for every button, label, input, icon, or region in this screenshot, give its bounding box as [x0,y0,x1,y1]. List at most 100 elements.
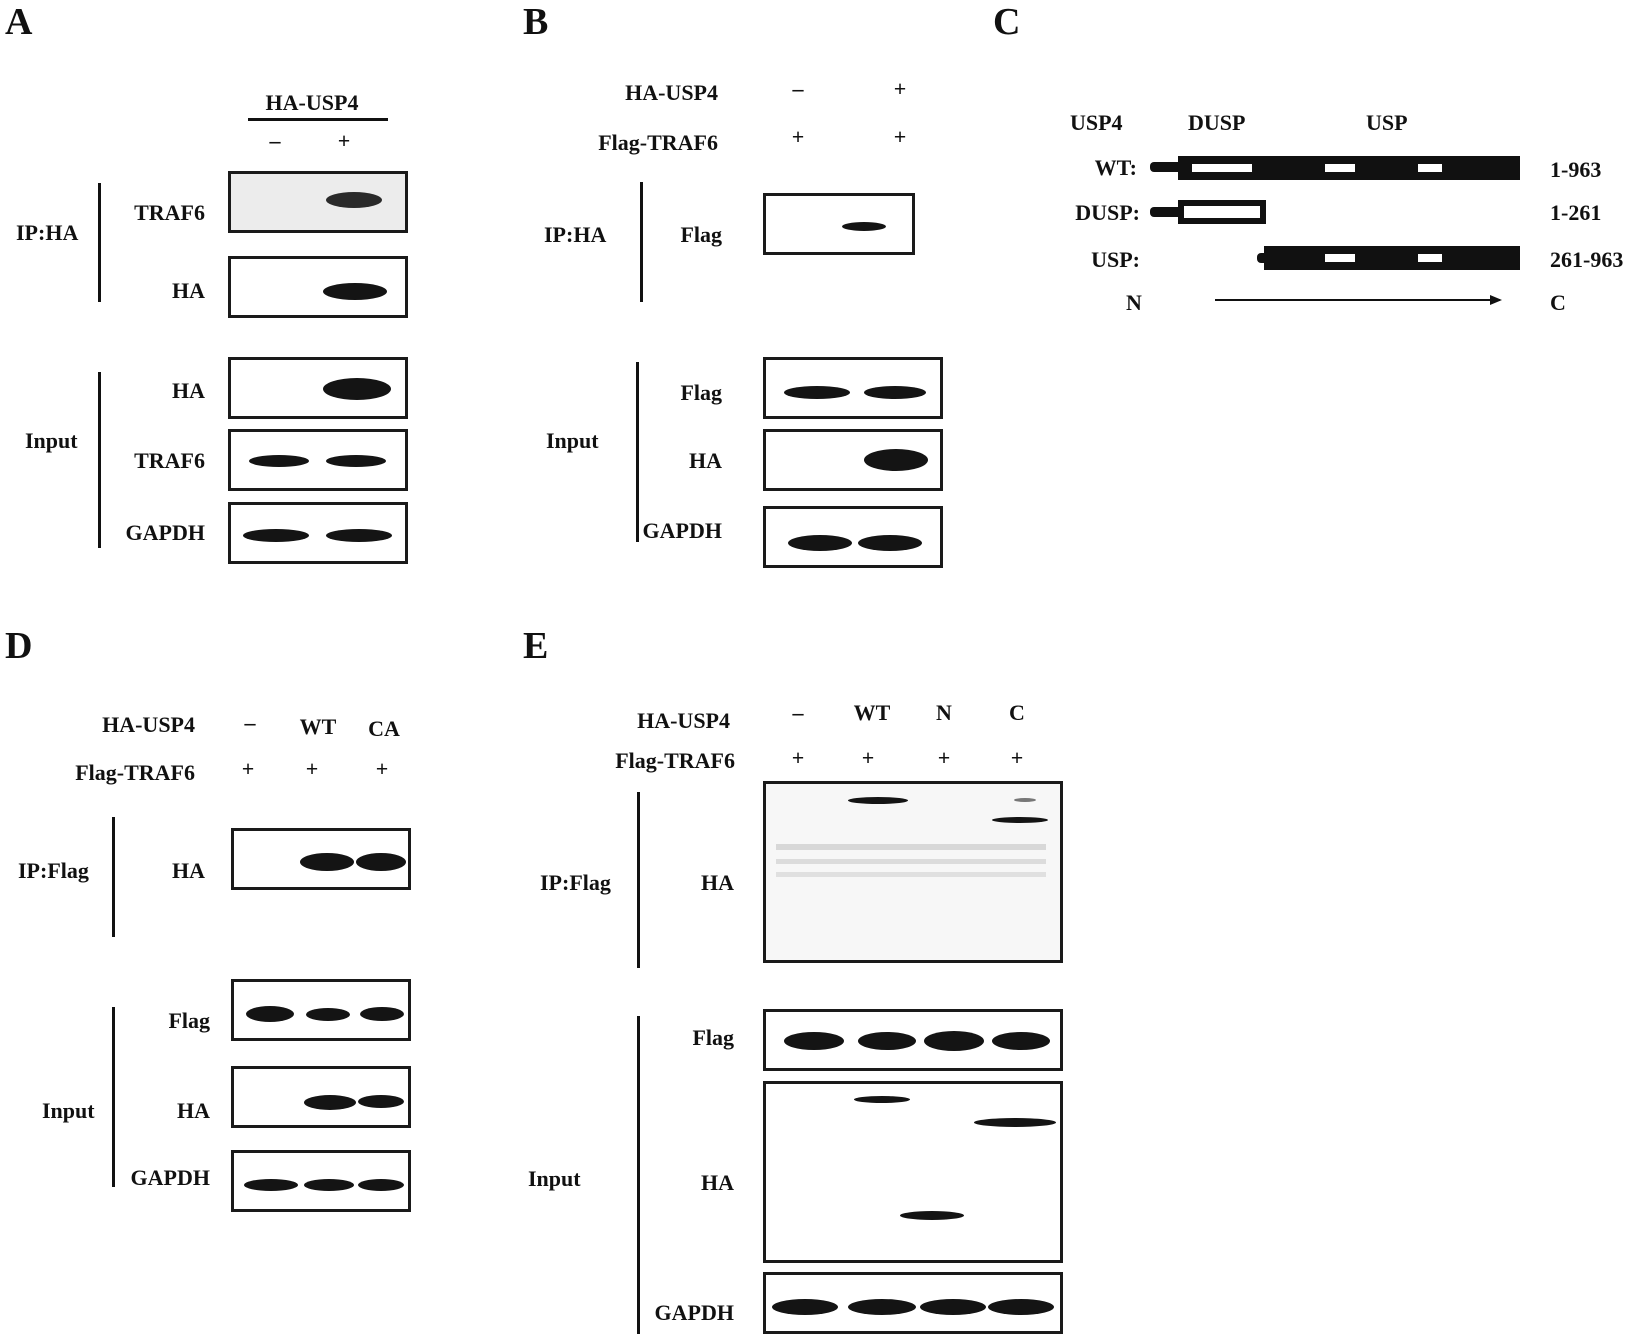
panel-c-construct-name: WT: [1094,155,1137,180]
dusp-bar-inner [1184,206,1260,218]
panel-d-cond-value: + [305,756,319,781]
usp-construct [1257,246,1520,270]
panel-e-blot-ha-input [763,1081,1063,1263]
band [842,222,886,231]
n-terminal-tail [1150,162,1182,172]
panel-b-blot-gapdh [763,506,943,568]
usp-box-2 [1418,254,1442,262]
panel-a-row-label: TRAF6 [134,200,205,225]
panel-b-blot-ha-input [763,429,943,491]
band [924,1031,984,1051]
smear [776,844,1046,850]
panel-c-construct-name: USP: [1091,247,1140,272]
panel-b-cond-label: Flag-TRAF6 [598,130,718,155]
panel-a-ip-bracket [98,183,101,302]
dusp-construct [1150,200,1266,224]
panel-b-blot-flag-input [763,357,943,419]
dusp-domain-inner [1192,164,1252,172]
smear [776,859,1046,864]
band [246,1006,294,1022]
panel-e-row-label: HA [701,1170,734,1195]
usp-box-1 [1325,254,1355,262]
band [784,1032,844,1050]
panel-e-input-label: Input [528,1166,581,1191]
panel-b-ip-label: IP:HA [544,222,607,247]
panel-a-header: HA-USP4 [265,90,359,115]
panel-e-cond-value: + [1010,745,1024,770]
panel-a-blot-traf6-input [228,429,408,491]
panel-a-row-label: HA [172,278,205,303]
panel-d-cond-value: WT [299,714,337,739]
panel-b-row-label: GAPDH [642,518,722,543]
panel-e-cond-value: – [792,700,804,725]
panel-b-ip-bracket [640,182,643,302]
panel-d-input-bracket [112,1007,115,1187]
band [988,1299,1054,1315]
panel-d-ip-bracket [112,817,115,937]
band [920,1299,986,1315]
panel-a-row-label: GAPDH [125,520,205,545]
panel-e-cond-value: N [936,700,952,725]
panel-e-row-label: GAPDH [654,1300,734,1325]
arrow-head [1490,295,1502,305]
panel-d-cond-label: Flag-TRAF6 [75,760,195,785]
band [304,1095,356,1110]
panel-d-cond-value: + [241,756,255,781]
band [360,1007,404,1021]
band [900,1211,964,1220]
panel-b-cond-label: HA-USP4 [625,80,718,105]
band [848,797,908,804]
panel-letter-b: B [523,1,549,43]
panel-e-cond-value: + [937,745,951,770]
panel-e-cond-value: WT [853,700,891,725]
panel-d-row-label: GAPDH [130,1165,210,1190]
panel-b-blot-flag-ip [763,193,915,255]
panel-b-cond-value: + [893,124,907,149]
panel-a-input-label: Input [25,428,78,453]
wt-construct [1150,156,1520,180]
panel-c-domain-diagram [1150,156,1520,305]
band [788,535,852,551]
panel-e-cond-value: + [861,745,875,770]
panel-a-blot-ha-input [228,357,408,419]
usp-box-2 [1418,164,1442,172]
band [858,1032,916,1050]
band [300,853,354,871]
panel-a-blot-gapdh [228,502,408,564]
panel-c-construct-name: DUSP: [1075,200,1140,225]
panel-c-construct-range: 261-963 [1550,247,1624,272]
band [848,1299,916,1315]
band [864,386,926,399]
panel-c-n-terminus: N [1126,290,1142,315]
panel-b-input-bracket [636,362,639,542]
panel-d-blot-ha-input [231,1066,411,1128]
panel-letter-d: D [5,625,33,667]
band [249,455,309,467]
band [323,378,391,400]
band [244,1179,298,1191]
panel-d-cond-value: CA [368,716,400,741]
panel-d-cond-value: – [244,710,256,735]
band [304,1179,354,1191]
panel-a-row-label: TRAF6 [134,448,205,473]
panel-d-blot-gapdh [231,1150,411,1212]
panel-c-c-terminus: C [1550,290,1566,315]
panel-a-lane-2: + [337,128,351,153]
band [784,386,850,399]
panel-a-header-underline [248,118,388,121]
panel-b-cond-value: – [792,76,804,101]
panel-letter-a: A [5,1,33,43]
band-faint [1014,798,1036,802]
panel-b-row-label: Flag [680,380,722,405]
panel-letter-c: C [993,1,1021,43]
band [854,1096,910,1103]
panel-e-cond-label: Flag-TRAF6 [615,748,735,773]
panel-c-construct-range: 1-963 [1550,157,1602,182]
panel-a-lane-1: – [269,128,281,153]
band [326,529,392,542]
panel-d-row-label: HA [177,1098,210,1123]
smear [776,872,1046,877]
band [992,817,1048,823]
panel-e-cond-value: + [791,745,805,770]
usp-box-1 [1325,164,1355,172]
